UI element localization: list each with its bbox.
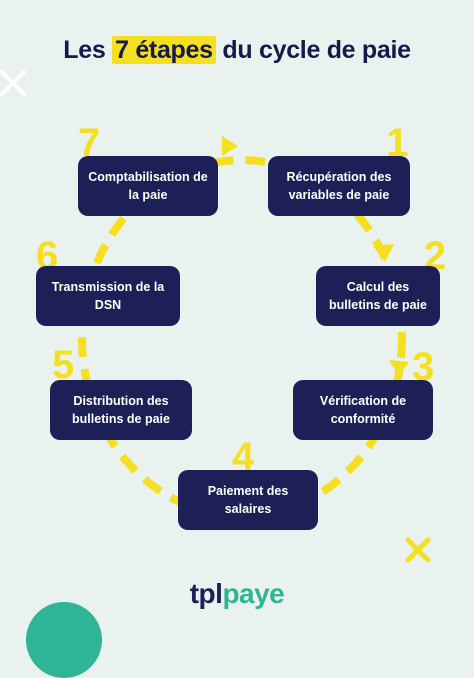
- step-label-2: Calcul des bulletins de paie: [329, 280, 427, 312]
- step-box-7: Comptabilisation de la paie: [78, 156, 218, 216]
- decorative-circle: [26, 602, 102, 678]
- step-label-1: Récupération des variables de paie: [286, 170, 392, 202]
- brand-logo-part1: tpl: [189, 578, 223, 609]
- step-box-6: Transmission de la DSN: [36, 266, 180, 326]
- x-solid-icon: [405, 537, 431, 563]
- brand-logo-part2: paye: [222, 578, 285, 609]
- title-highlight: 7 étapes: [112, 36, 216, 64]
- page-title: Les 7 étapes du cycle de paie: [0, 36, 474, 65]
- step-label-6: Transmission de la DSN: [51, 280, 165, 312]
- step-label-3: Vérification de conformité: [319, 394, 407, 426]
- step-label-4: Paiement des salaires: [207, 484, 289, 516]
- x-outline-icon: [0, 70, 26, 96]
- step-box-2: Calcul des bulletins de paie: [316, 266, 440, 326]
- step-box-1: Récupération des variables de paie: [268, 156, 410, 216]
- step-box-5: Distribution des bulletins de paie: [50, 380, 192, 440]
- step-label-5: Distribution des bulletins de paie: [72, 394, 170, 426]
- step-box-3: Vérification de conformité: [293, 380, 433, 440]
- step-label-7: Comptabilisation de la paie: [88, 170, 208, 202]
- step-number-5: 5: [52, 343, 75, 387]
- step-number-7: 7: [78, 121, 101, 165]
- step-number-4: 4: [232, 435, 255, 479]
- title-before: Les: [63, 36, 113, 64]
- step-number-3: 3: [412, 345, 435, 389]
- title-after: du cycle de paie: [215, 36, 411, 64]
- step-box-4: Paiement des salaires: [178, 470, 318, 530]
- step-number-1: 1: [386, 121, 409, 165]
- brand-logo: tplpaye: [0, 578, 474, 610]
